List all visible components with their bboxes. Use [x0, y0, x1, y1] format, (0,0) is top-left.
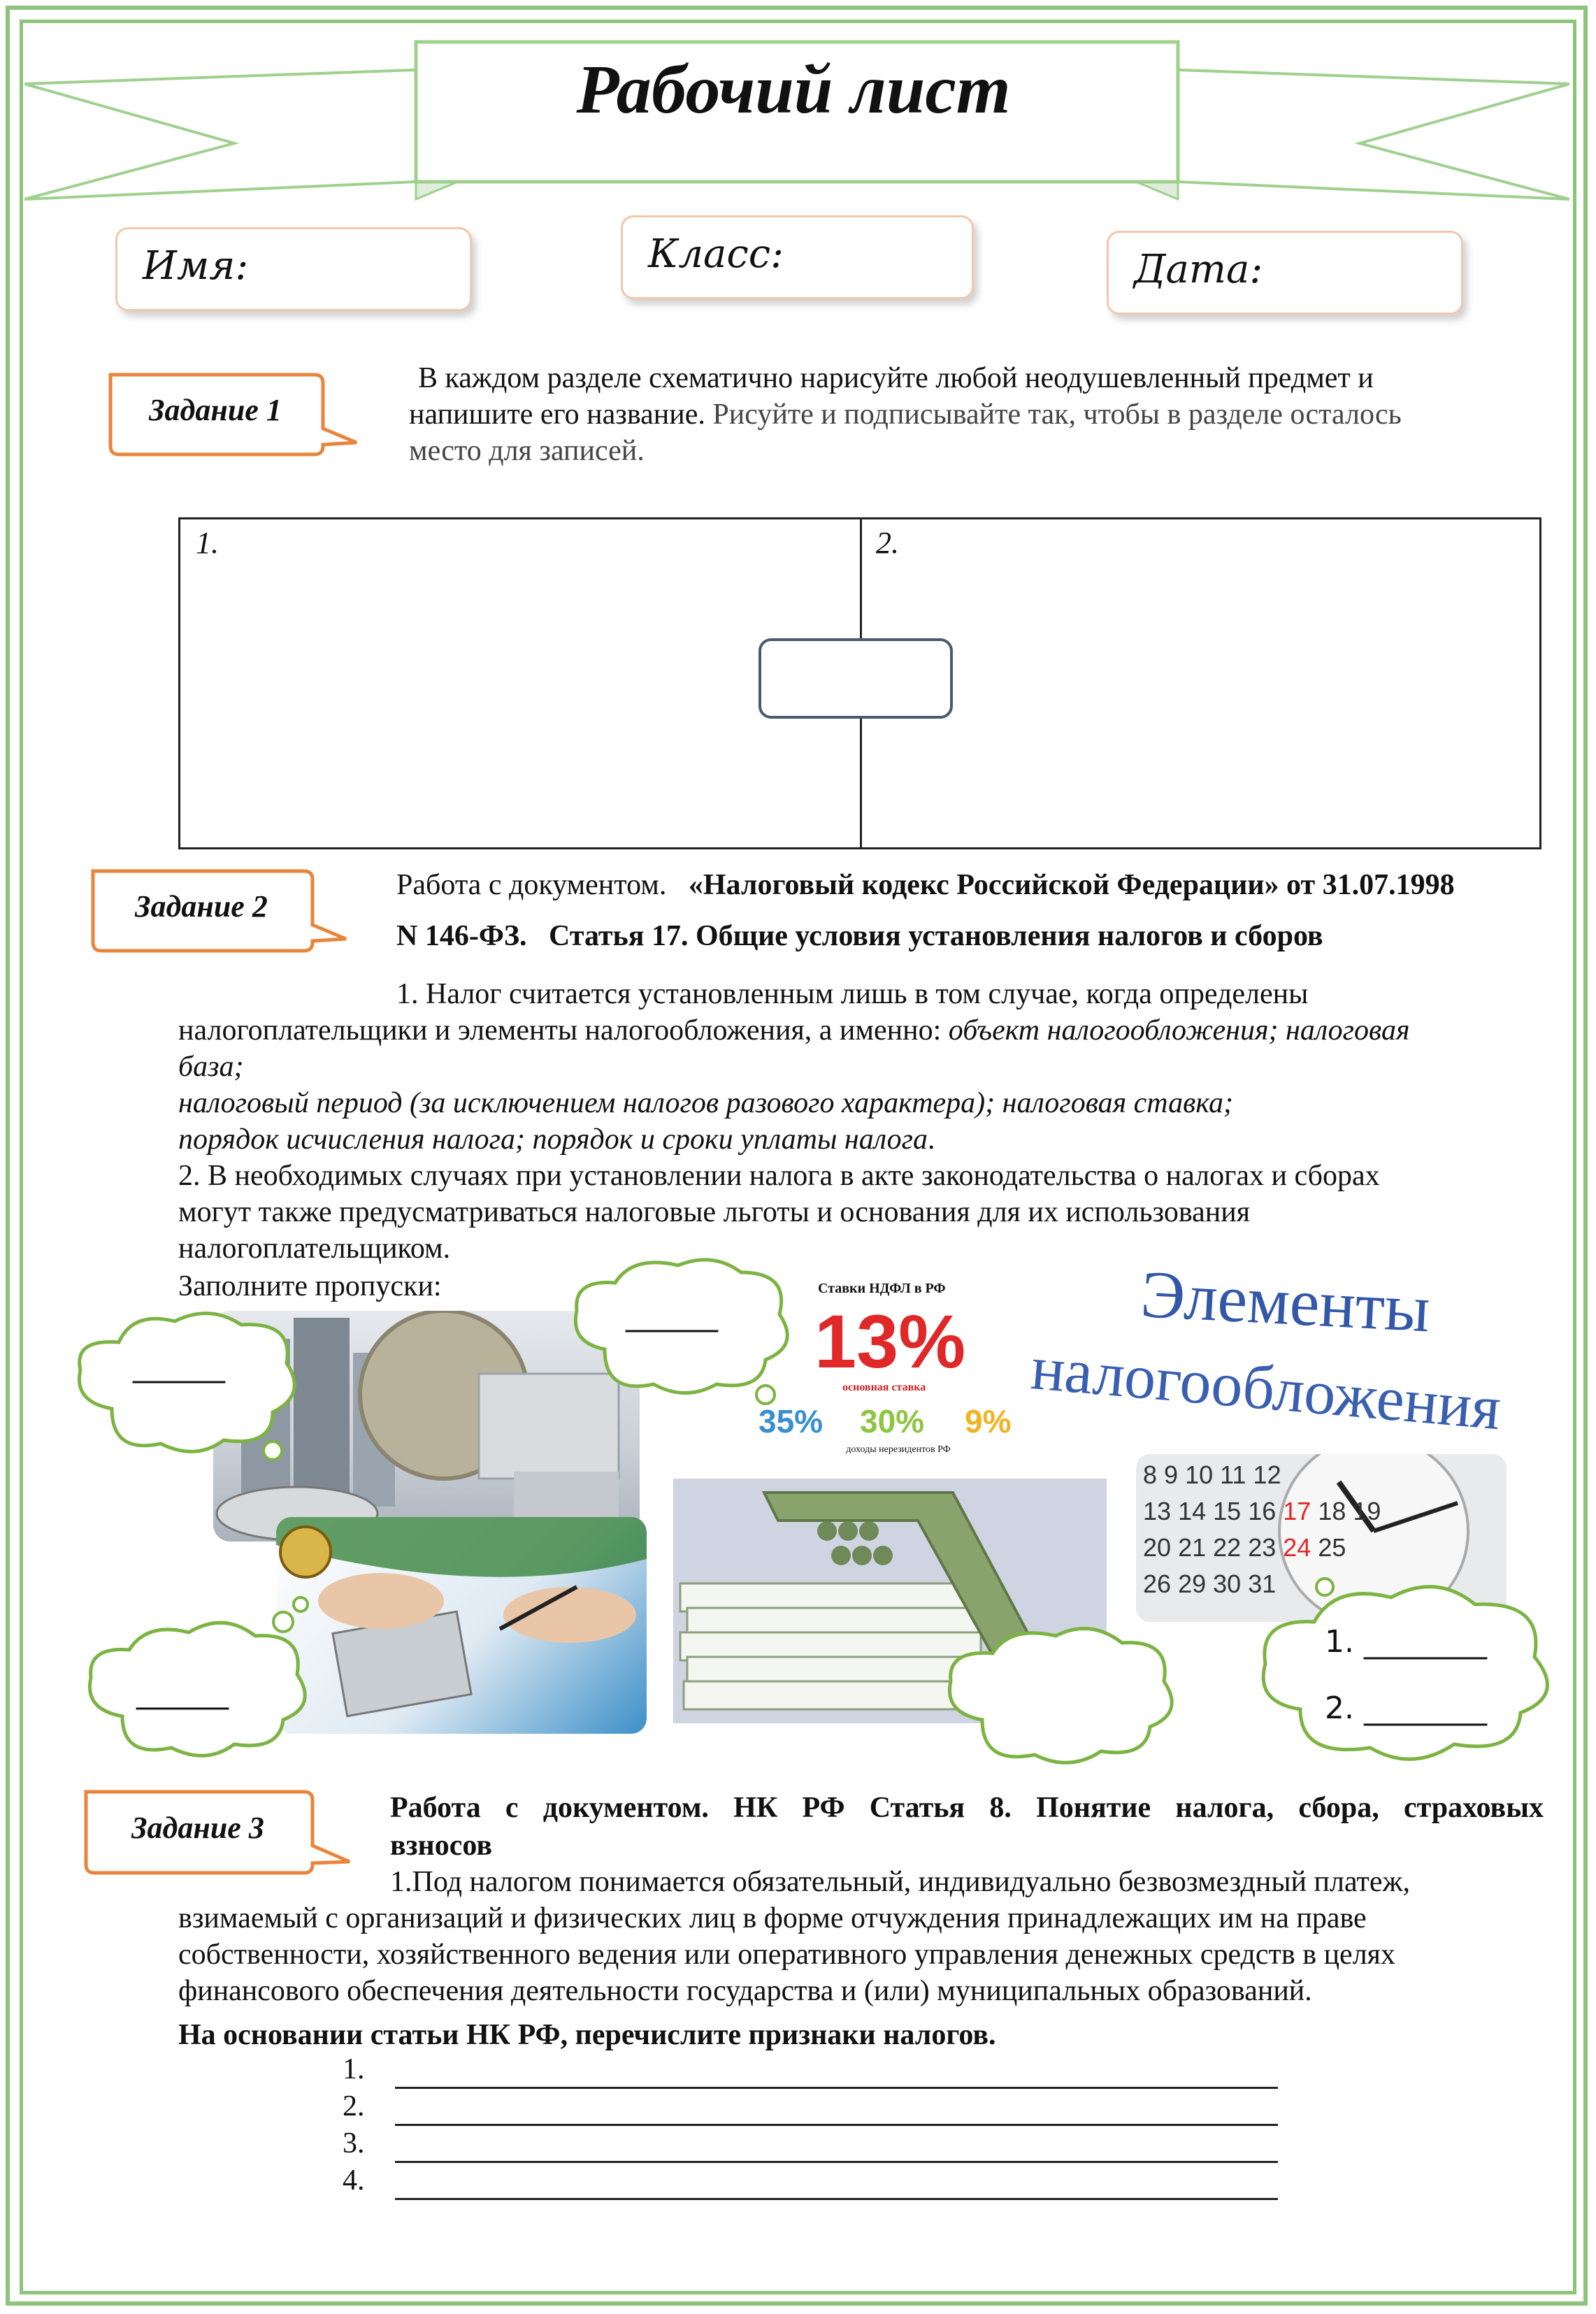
task2-p1-line4: налоговый период (за исключением налогов… — [178, 1087, 1233, 1119]
task2-label: Задание 2 — [135, 889, 268, 924]
task3-p-line4: финансового обеспечения деятельности гос… — [178, 1975, 1312, 2007]
ndfl-rate-35: 35% — [759, 1403, 824, 1439]
task2-callout-shape — [91, 869, 347, 953]
task2-p1-line5: порядок исчисления налога; порядок и сро… — [178, 1123, 935, 1156]
ndfl-rates-infographic: Ставки НДФЛ в РФ 13% основная ставка 35%… — [731, 1278, 1038, 1481]
cloud-1-blank[interactable]: ______ — [133, 1348, 225, 1384]
fill-gaps-label: Заполните пропуски: — [178, 1270, 442, 1302]
name-field[interactable]: Имя: — [115, 227, 472, 311]
ndfl-main-caption: основная ставка — [842, 1381, 926, 1393]
task3-question: На основании статьи НК РФ, перечислите п… — [178, 2019, 996, 2051]
task2-p2-line2: могут также предусматриваться налоговые … — [178, 1196, 1251, 1228]
task2-p2-line3: налогоплательщиком. — [178, 1233, 451, 1265]
task3-p-line2: взимаемый с организаций и физических лиц… — [178, 1902, 1367, 1934]
task3-callout-shape — [84, 1790, 350, 1875]
answer-line-2[interactable] — [395, 2124, 1278, 2126]
page-border-inner — [20, 20, 1576, 2294]
task1-callout-shape — [108, 373, 357, 457]
cloud-5-blank-2[interactable]: 2. ________ — [1325, 1690, 1487, 1726]
answer-number-4: 4. — [343, 2164, 365, 2197]
date-field[interactable]: Дата: — [1107, 231, 1463, 315]
task2-doc-heading2: N 146-ФЗ. Статья 17. Общие условия устан… — [396, 920, 1323, 952]
cloud-5-blank-1[interactable]: 1. ________ — [1325, 1624, 1487, 1660]
page-title: Рабочий лист — [576, 50, 1011, 128]
ndfl-rate-9: 9% — [965, 1403, 1012, 1439]
center-label-box[interactable] — [759, 638, 953, 719]
task2-p1-line3: база; — [178, 1051, 244, 1083]
image-hands-calculator — [276, 1517, 647, 1734]
answer-number-2: 2. — [343, 2090, 365, 2122]
cloud-1 — [78, 1311, 296, 1461]
cloud-4 — [948, 1627, 1174, 1765]
answer-line-1[interactable] — [395, 2087, 1278, 2089]
task1-label: Задание 1 — [149, 393, 282, 427]
task3-heading-line1: Работа с документом. НК РФ Статья 8. Пон… — [390, 1792, 1544, 1824]
ndfl-title: Ставки НДФЛ в РФ — [818, 1281, 946, 1296]
cloud-3-blank[interactable]: ______ — [136, 1674, 229, 1710]
cloud-5 — [1261, 1577, 1549, 1761]
answer-line-3[interactable] — [395, 2161, 1278, 2163]
task3-label: Задание 3 — [131, 1811, 264, 1845]
calendar-numbers: 8 9 10 11 12 13 14 15 16 17 18 19 20 21 … — [1143, 1460, 1381, 1598]
title-ribbon — [24, 40, 1569, 201]
task3-p-line3: собственности, хозяйственного ведения ил… — [178, 1939, 1395, 1971]
task1-text-line3: место для записей. — [409, 435, 645, 467]
elements-heading-line1: Элементы — [1139, 1256, 1432, 1346]
class-field[interactable]: Класс: — [621, 215, 974, 299]
task2-p1-line1: 1. Налог считается установленным лишь в … — [396, 978, 1309, 1010]
cloud-3 — [88, 1596, 309, 1758]
cloud-2-blank[interactable]: ______ — [626, 1297, 718, 1332]
task3-p-line1: 1.Под налогом понимается обязательный, и… — [390, 1866, 1411, 1898]
page-border-outer — [6, 6, 1588, 2306]
cell-1-number: 1. — [196, 526, 219, 560]
answer-number-3: 3. — [343, 2127, 365, 2160]
task2-doc-heading: Работа с документом. «Налоговый кодекс Р… — [396, 869, 1455, 901]
ndfl-rate-caption: доходы нерезидентов РФ — [846, 1444, 951, 1455]
task2-p1-line2: налогоплательщики и элементы налогооблож… — [178, 1014, 1410, 1047]
task3-heading-line2: взносов — [390, 1830, 493, 1862]
ndfl-main-rate: 13% — [814, 1299, 966, 1384]
task1-text-line1: В каждом разделе схематично нарисуйте лю… — [418, 362, 1374, 394]
task1-text-line2: напишите его название. Рисуйте и подписы… — [409, 398, 1402, 431]
answer-line-4[interactable] — [395, 2198, 1278, 2200]
answer-number-1: 1. — [343, 2053, 365, 2085]
cell-2-number: 2. — [876, 526, 899, 560]
ndfl-rate-30: 30% — [860, 1403, 925, 1439]
task2-p2-line1: 2. В необходимых случаях при установлени… — [178, 1160, 1380, 1192]
cloud-2 — [573, 1258, 789, 1405]
